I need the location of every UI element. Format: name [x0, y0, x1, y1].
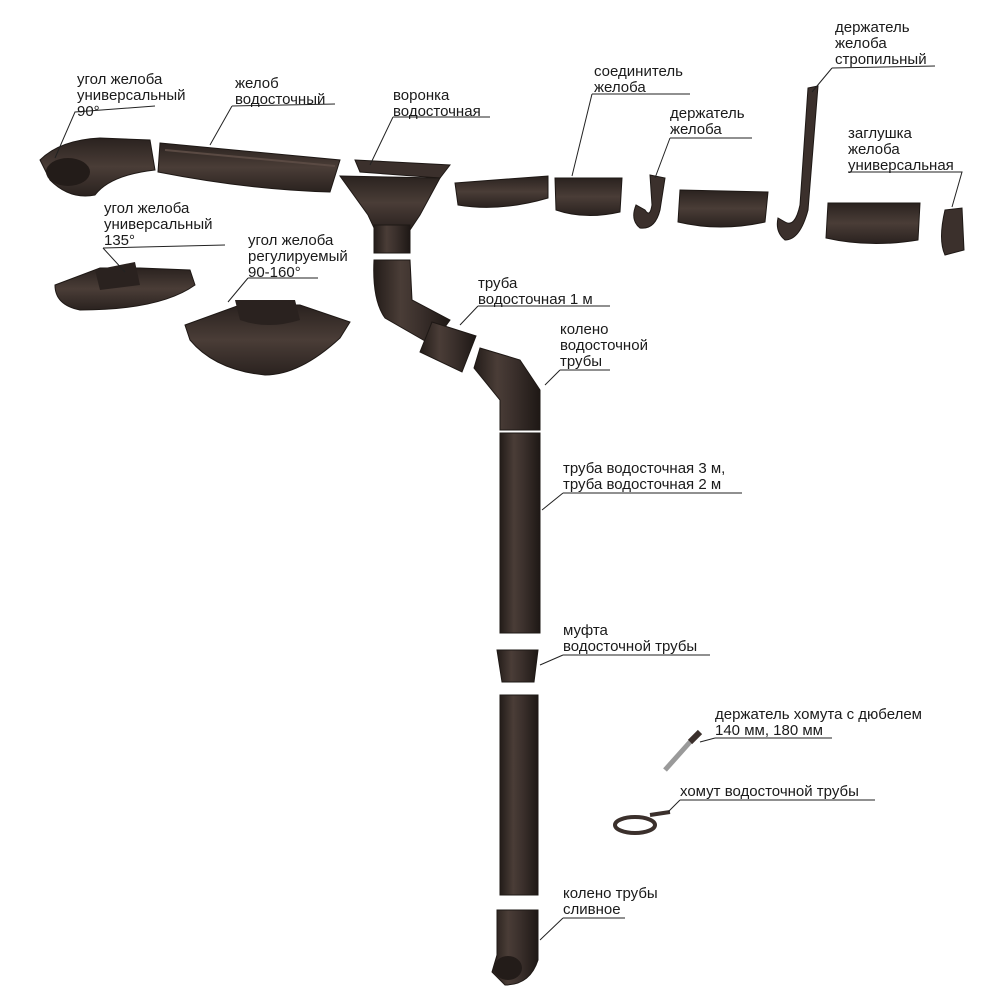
pipe-offset-part [373, 259, 541, 431]
gutter-part [157, 142, 341, 193]
connector-part [554, 177, 623, 217]
clamp-holder-part [663, 729, 703, 772]
pipe-lower-part [499, 694, 539, 896]
clamp-part [613, 810, 671, 835]
corner-adjustable-part [184, 300, 351, 376]
gutter-piece-2 [677, 189, 769, 228]
leader-lines [54, 65, 963, 941]
coupling-part [496, 649, 539, 683]
end-cap-part [941, 207, 965, 256]
outlet-part [491, 909, 539, 986]
gutter-piece-1 [454, 175, 549, 208]
rafter-holder-part [776, 85, 819, 241]
gutter-piece-3 [825, 202, 921, 245]
corner-90-part [39, 137, 156, 197]
holder-part [633, 174, 666, 229]
pipe-3m-part [499, 432, 541, 634]
funnel-part [339, 159, 451, 254]
corner-135-part [54, 262, 196, 311]
label-clamp: хомут водосточной трубы [680, 783, 859, 800]
label-pipe-3m-2m: труба водосточная 3 м,труба водосточная … [563, 460, 726, 493]
